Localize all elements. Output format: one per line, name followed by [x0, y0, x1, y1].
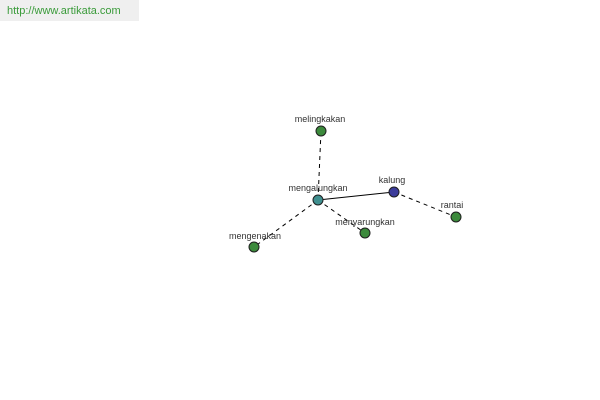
node-label-menyarungkan: menyarungkan [335, 217, 395, 227]
node-mengenakan[interactable]: mengenakan [229, 231, 281, 253]
edge-kalung-rantai [393, 191, 457, 218]
edge-mengalungkan-menyarungkan [317, 199, 366, 234]
node-circle-melingkakan[interactable] [315, 125, 327, 137]
site-url-link[interactable]: http://www.artikata.com [7, 5, 121, 17]
node-circle-mengenakan[interactable] [248, 241, 260, 253]
node-circle-rantai[interactable] [450, 211, 462, 223]
edges-layer [253, 130, 457, 248]
nodes-layer: mengalungkan kalung melingkakan mengenakan m… [229, 114, 464, 253]
node-rantai[interactable]: rantai [441, 200, 464, 223]
edge-mengalungkan-kalung [317, 191, 395, 201]
edge-mengalungkan-melingkakan [317, 130, 322, 201]
node-melingkakan[interactable]: melingkakan [295, 114, 346, 137]
node-label-mengenakan: mengenakan [229, 231, 281, 241]
node-kalung[interactable]: kalung [379, 175, 406, 198]
node-circle-kalung[interactable] [388, 186, 400, 198]
node-circle-menyarungkan[interactable] [359, 227, 371, 239]
node-label-rantai: rantai [441, 200, 464, 210]
node-label-melingkakan: melingkakan [295, 114, 346, 124]
node-mengalungkan[interactable]: mengalungkan [288, 183, 348, 206]
node-label-mengalungkan: mengalungkan [288, 183, 347, 193]
node-circle-mengalungkan[interactable] [312, 194, 324, 206]
node-label-kalung: kalung [379, 175, 406, 185]
node-menyarungkan[interactable]: menyarungkan [335, 217, 395, 239]
site-banner: http://www.artikata.com [0, 0, 139, 21]
edge-mengalungkan-mengenakan [253, 199, 319, 248]
